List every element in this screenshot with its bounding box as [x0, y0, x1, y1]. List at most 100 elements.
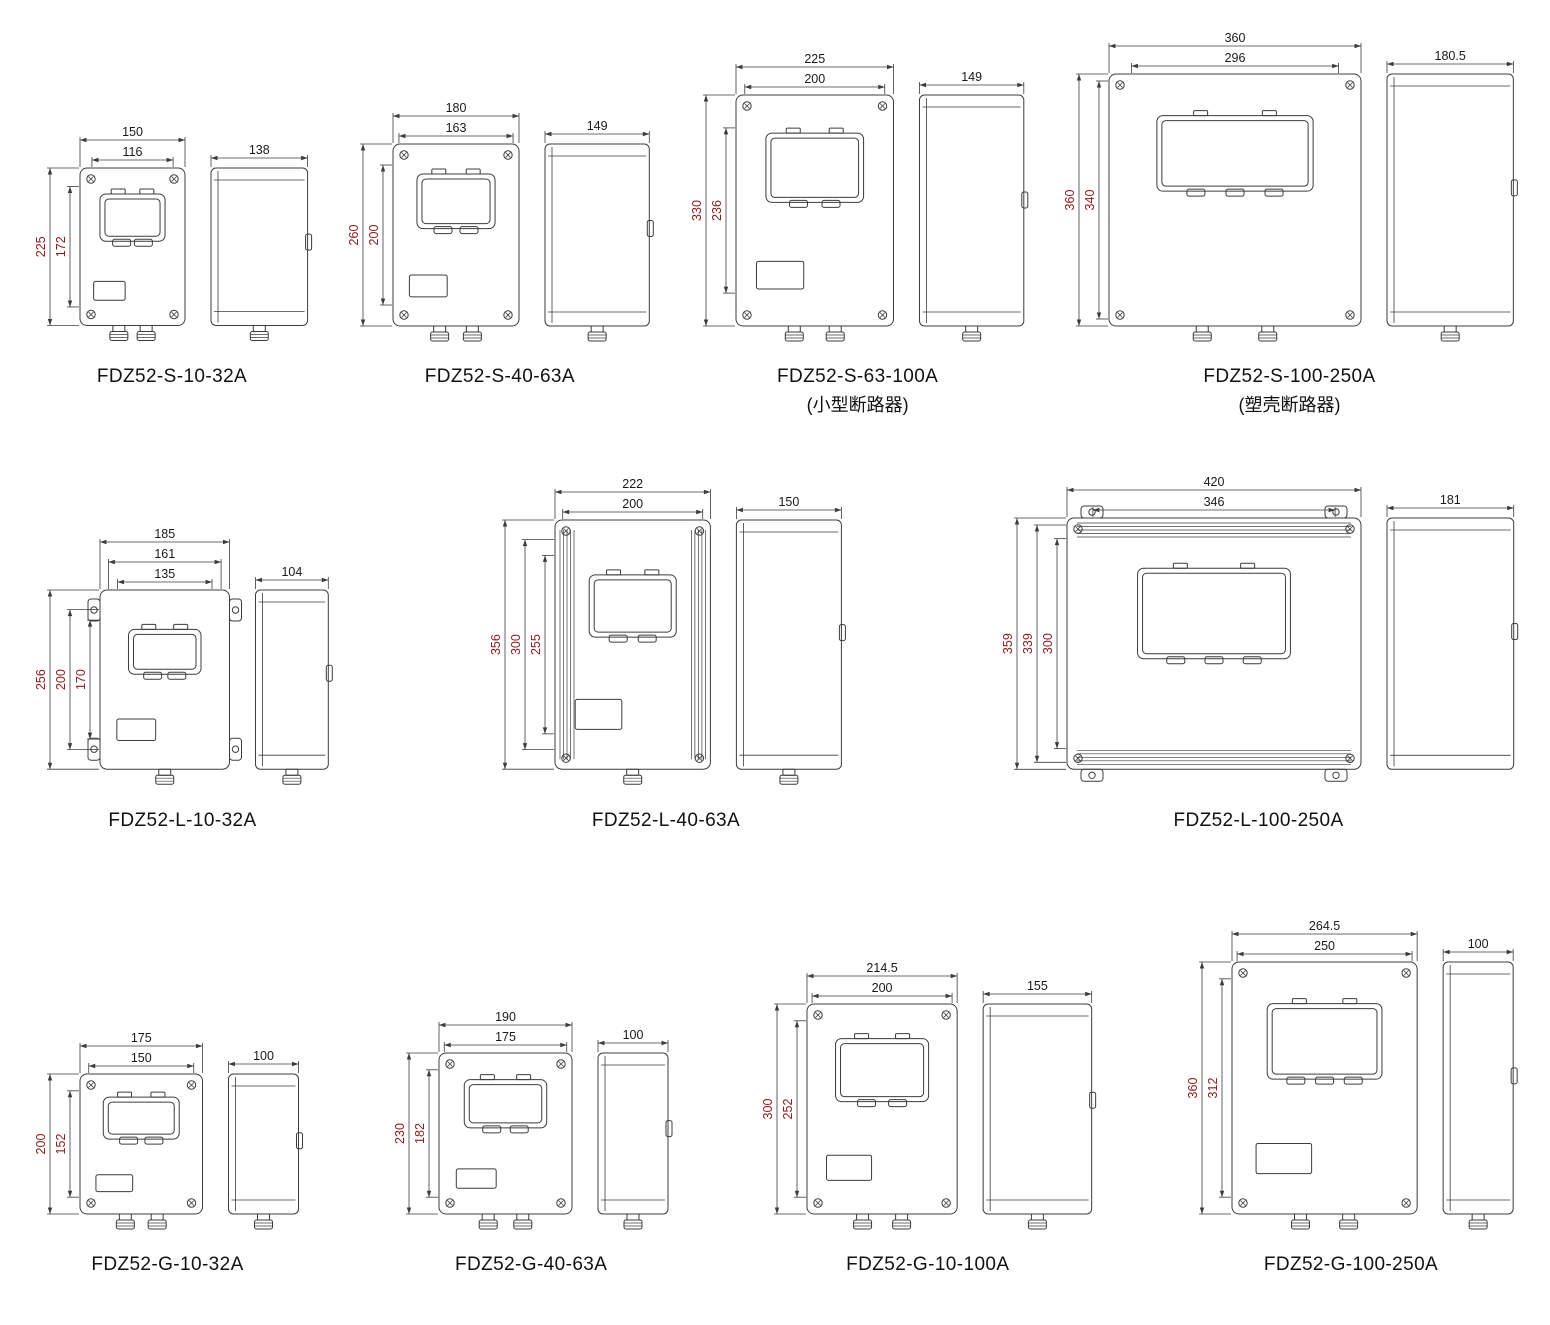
dimension-arrow [597, 1040, 605, 1046]
side-width-dimension: 180.5 [1386, 49, 1514, 73]
dimension-arrow [438, 1022, 446, 1028]
cable-gland [254, 1213, 273, 1230]
dimension-label: 185 [154, 527, 175, 541]
front-view [1231, 961, 1418, 1230]
dimension-arrow [47, 168, 53, 175]
dimension-arrow [502, 762, 507, 770]
dimension-label: 260 [347, 225, 361, 246]
corner-screw [186, 1198, 197, 1208]
dimension-arrow [117, 579, 124, 585]
breaker-window [127, 623, 202, 680]
dimension-label: 135 [154, 567, 175, 581]
side-view [210, 167, 313, 341]
dimension-arrow [426, 1190, 431, 1198]
dimension-arrow [877, 84, 885, 90]
dimension-arrow [1034, 525, 1040, 532]
corner-screw [169, 309, 179, 320]
cable-gland [282, 768, 302, 785]
corner-screw [1401, 968, 1411, 978]
corner-screw [813, 1198, 824, 1208]
nameplate [574, 698, 622, 730]
dimension-label: 100 [622, 1028, 643, 1042]
corner-screw [941, 1010, 952, 1020]
dimension-label: 149 [587, 119, 608, 133]
dimension-arrow [643, 131, 650, 137]
dimension-label: 296 [1225, 51, 1246, 65]
cable-gland [430, 325, 450, 342]
dimension-arrow [1054, 538, 1060, 546]
side-latch [325, 664, 333, 682]
corner-screw [560, 526, 571, 536]
dimension-arrow [703, 319, 708, 326]
dimension-arrow [166, 157, 174, 163]
dimension-arrow [542, 555, 547, 562]
dimension-arrow [1076, 74, 1082, 81]
dimension-arrow [1386, 61, 1394, 67]
cable-gland [463, 325, 483, 342]
dimension-label: 359 [1001, 633, 1015, 654]
dimension-arrow [502, 520, 507, 527]
dimension-arrow [1096, 312, 1102, 319]
corner-screw [169, 174, 179, 184]
dimension-arrow [426, 1069, 431, 1077]
corner-screw [694, 753, 704, 763]
dimension-label: 180.5 [1435, 49, 1466, 63]
dimension-arrow [88, 1063, 96, 1069]
dimension-arrow [211, 155, 218, 161]
dimension-label: 312 [1206, 1078, 1220, 1099]
dimension-arrow [565, 1022, 572, 1028]
drawing-label: FDZ52-G-10-100A [846, 1254, 1010, 1275]
caption: FDZ52-G-100-250A [1264, 1242, 1438, 1310]
front-view [392, 143, 520, 342]
corner-screw [86, 174, 96, 184]
caption: FDZ52-L-10-32A [108, 798, 256, 866]
cable-gland [1290, 1213, 1310, 1230]
breaker-window [99, 188, 166, 247]
dimension-label: 180 [446, 101, 467, 115]
dimension-arrow [67, 609, 73, 617]
dimension-arrow [1332, 63, 1339, 69]
dimension-arrow [775, 1207, 780, 1214]
drawing-label: FDZ52-S-10-32A [96, 366, 248, 387]
dimension-arrow [1131, 63, 1138, 69]
front-view [79, 1073, 203, 1230]
dimension-arrow [542, 727, 547, 734]
corner-screw [877, 101, 887, 111]
corner-screw [877, 310, 887, 320]
corner-screw [1115, 310, 1125, 320]
dimension-label: 360 [1186, 1078, 1200, 1099]
dimension-arrow [945, 993, 953, 999]
dimension-arrow [1076, 319, 1082, 326]
side-view [735, 519, 846, 785]
dimension-label: 100 [1468, 937, 1489, 951]
dimension-label: 150 [131, 1051, 152, 1065]
corner-screw [1401, 1198, 1411, 1208]
cable-gland [249, 325, 269, 341]
side-view [1386, 517, 1519, 770]
caption: FDZ52-L-40-63A [592, 798, 740, 866]
cable-gland [623, 1213, 643, 1230]
dimension-arrow [919, 82, 926, 88]
side-width-dimension: 100 [228, 1049, 299, 1073]
corner-screw [86, 1080, 96, 1090]
side-width-dimension: 181 [1386, 493, 1515, 517]
breaker-window [765, 127, 864, 208]
